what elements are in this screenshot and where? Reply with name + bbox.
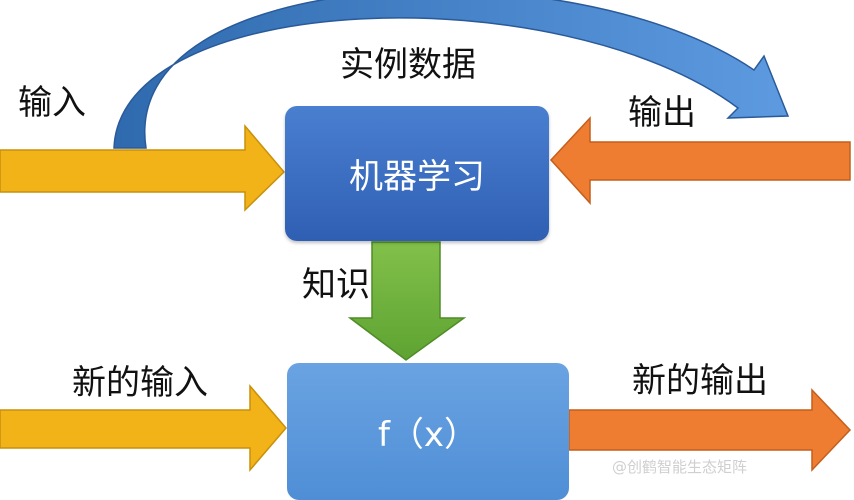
instance-data-label: 实例数据 <box>340 45 476 85</box>
function-label: f（x） <box>377 415 479 455</box>
knowledge-label: 知识 <box>302 265 370 305</box>
feedback-curve-arrow <box>113 0 790 149</box>
new-input-label: 新的输入 <box>72 363 208 403</box>
output-arrow <box>549 116 851 205</box>
machine-learning-box: 机器学习 <box>285 106 549 241</box>
output-label: 输出 <box>628 93 696 133</box>
function-box: f（x） <box>287 363 569 500</box>
machine-learning-label: 机器学习 <box>349 157 485 197</box>
input-arrow <box>0 123 286 212</box>
new-output-label: 新的输出 <box>632 361 768 401</box>
watermark: @创鹤智能生态矩阵 <box>612 458 748 476</box>
new-output-arrow <box>568 388 852 472</box>
new-input-arrow <box>0 383 287 473</box>
knowledge-arrow <box>347 241 467 361</box>
input-label: 输入 <box>18 83 86 123</box>
